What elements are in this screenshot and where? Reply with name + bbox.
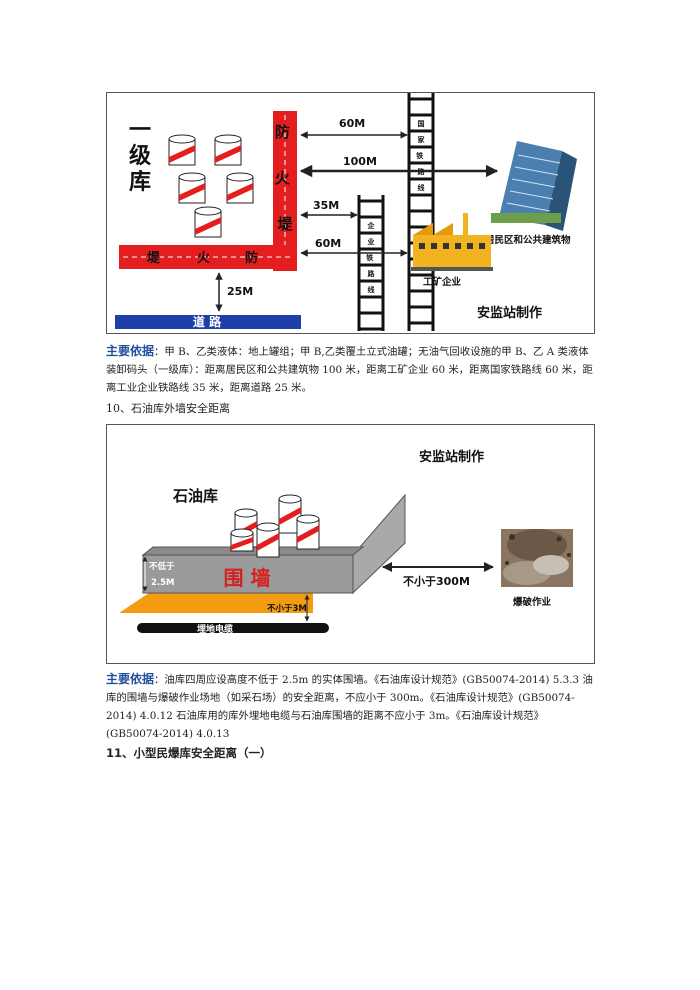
basis-text-1: ：甲 B、乙类液体：地上罐组；甲 B,乙类覆土立式油罐；无油气回收设施的甲 B、… (106, 346, 593, 394)
firewall-vertical: 防 火 堤 (273, 111, 297, 271)
firewall-horizontal: 堤 火 防 (119, 245, 297, 269)
basis-paragraph-2: 主要依据：油库四周应设高度不低于 2.5m 的实体围墙。《石油库设计规范》(GB… (106, 670, 596, 743)
wall-label: 围 墙 (224, 566, 271, 590)
road-bar (115, 315, 301, 329)
firewall-horizontal-label: 堤 火 防 (147, 250, 258, 266)
basis-paragraph-1: 主要依据：甲 B、乙类液体：地上罐组；甲 B,乙类覆土立式油罐；无油气回收设施的… (106, 342, 596, 397)
enterprise-rail-label: 企业铁 路线 (366, 221, 375, 294)
dist-100m-label: 100M (343, 155, 377, 168)
oil-tank-icon (296, 514, 320, 550)
residential-building-icon (491, 141, 577, 231)
national-railway: 国家铁 路线 (407, 93, 435, 331)
floor-area (119, 589, 313, 613)
blasting-label: 爆破作业 (513, 596, 552, 608)
figure-oil-depot-wall: 安监站制作 石油库 不低于 2.5M 围 墙 不小于 (106, 424, 595, 664)
figure1-diagram: 一 级 库 防 火 堤 (115, 93, 577, 331)
enterprise-railway: 企业铁 路线 (357, 195, 385, 331)
side-wall (352, 493, 406, 595)
dist-35m-label: 35M (313, 199, 339, 212)
road-label: 道 路 (193, 314, 222, 329)
figure2-diagram: 安监站制作 石油库 不低于 2.5M 围 墙 不小于 (119, 449, 573, 635)
residential-label: 居民区和公共建筑物 (485, 234, 571, 246)
oil-tank-icon (168, 134, 196, 166)
section-heading-10: 10、石油库外墙安全距离 (106, 402, 230, 415)
oil-tank-icons (168, 134, 254, 238)
blasting-photo (501, 529, 573, 587)
dist-25m-label: 25M (227, 285, 253, 298)
oil-tank-icon (230, 528, 254, 552)
buried-cable (137, 623, 329, 633)
depot-label: 石油库 (172, 487, 218, 505)
section-heading-11: 11、小型民爆库安全距离（一） (106, 746, 272, 760)
dist-60m-bottom-label: 60M (315, 237, 341, 250)
basis-text-2: ：油库四周应设高度不低于 2.5m 的实体围墙。《石油库设计规范》(GB5007… (106, 674, 593, 740)
tank-farm-char-1: 一 (129, 118, 151, 143)
tank-farm-char-2: 级 (129, 143, 151, 169)
tank-farm-label: 一 级 库 (129, 118, 159, 195)
dist-60m-top-label: 60M (339, 117, 365, 130)
oil-tank-icon (178, 172, 206, 204)
oil-tank-icon (194, 206, 222, 238)
figure2-credit: 安监站制作 (419, 449, 484, 465)
oil-tank-icon (214, 134, 242, 166)
firewall-vertical-label: 防 火 堤 (275, 123, 295, 233)
dist-300m-label: 不小于300M (403, 574, 470, 588)
industrial-label: 工矿企业 (423, 276, 462, 288)
basis-key-2: 主要依据 (106, 672, 155, 686)
basis-key-1: 主要依据 (106, 344, 155, 358)
factory-icon (411, 213, 493, 271)
height-note-line1: 不低于 (149, 561, 175, 572)
oil-tank-icon (226, 172, 254, 204)
figure1-credit: 安监站制作 (477, 305, 542, 321)
cable-label: 埋地电缆 (197, 623, 233, 635)
oil-tank-icon (278, 494, 302, 534)
tank-farm-char-3: 库 (129, 170, 151, 195)
height-note-line2: 2.5M (151, 578, 175, 588)
front-wall (142, 554, 354, 594)
oil-tank-icon (256, 522, 280, 558)
dist-3m-label: 不小于3M (267, 603, 307, 614)
figure-depot-distances: 一 级 库 防 火 堤 (106, 92, 595, 334)
oil-tank-icons-2 (230, 494, 320, 558)
